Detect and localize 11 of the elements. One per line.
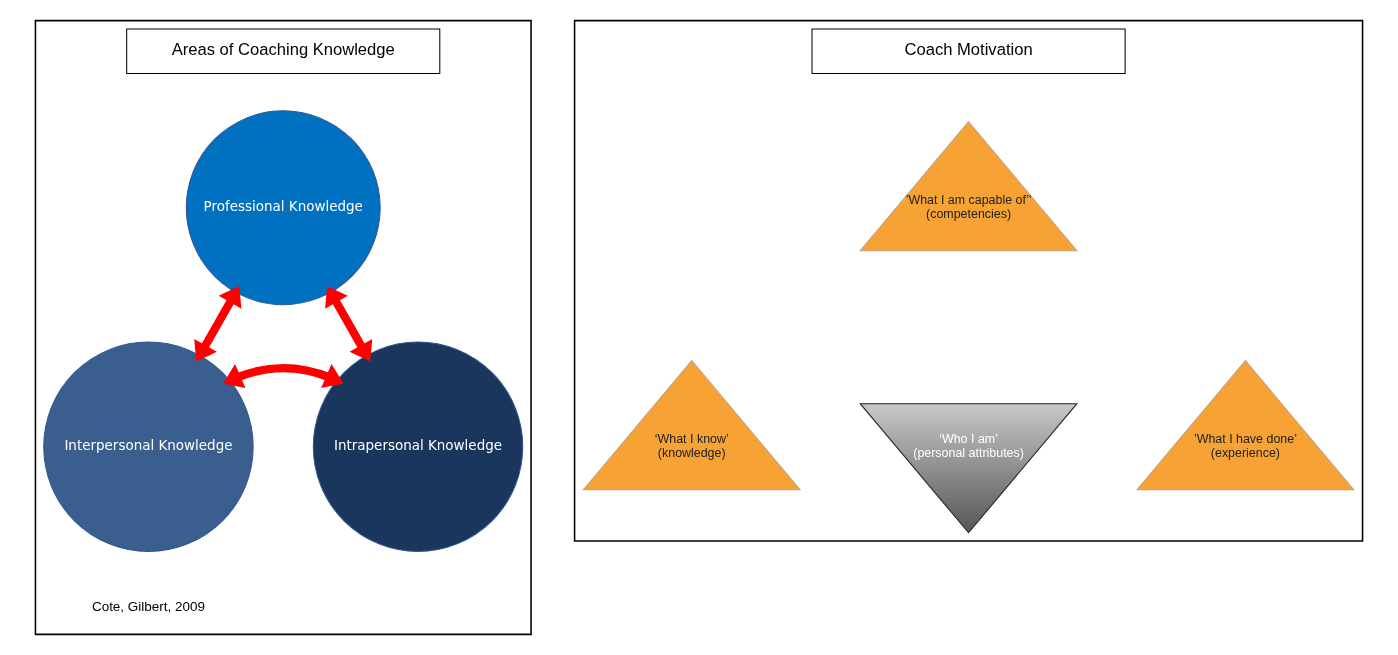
node-box: Coach Motivation <box>811 28 1126 74</box>
node-circle: Interpersonal Knowledge <box>43 341 254 552</box>
node-circle: Professional Knowledge <box>185 110 381 306</box>
node-box: Areas of Coaching Knowledge <box>126 28 441 74</box>
cluster <box>573 19 1364 542</box>
label: Cote, Gilbert, 2009 <box>91 598 205 614</box>
cluster <box>34 19 532 636</box>
arrow <box>325 286 373 362</box>
arrow <box>223 364 344 389</box>
arrow <box>194 286 242 362</box>
node-circle: Intrapersonal Knowledge <box>312 341 524 552</box>
